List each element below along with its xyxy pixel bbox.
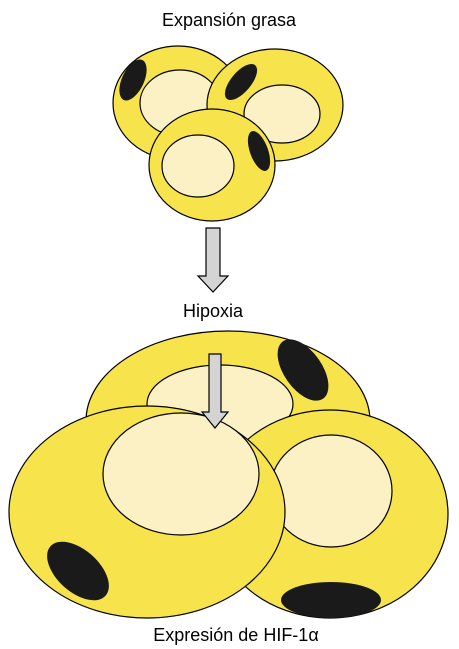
large-adipocyte-left: [9, 406, 285, 618]
nucleus: [162, 135, 234, 197]
nucleus: [270, 435, 392, 547]
label-hif-expression: Expresión de HIF-1α: [153, 625, 318, 645]
large-adipocyte-cluster: [9, 330, 448, 618]
small-adipocyte-front: [149, 109, 275, 221]
down-arrow-icon: [198, 228, 228, 292]
label-expansion: Expansión grasa: [162, 10, 297, 30]
small-adipocyte-cluster: [113, 46, 343, 221]
lipid-droplet: [281, 582, 381, 618]
arrow-shape: [198, 228, 228, 292]
label-hypoxia: Hipoxia: [183, 301, 244, 321]
nucleus: [103, 413, 259, 535]
